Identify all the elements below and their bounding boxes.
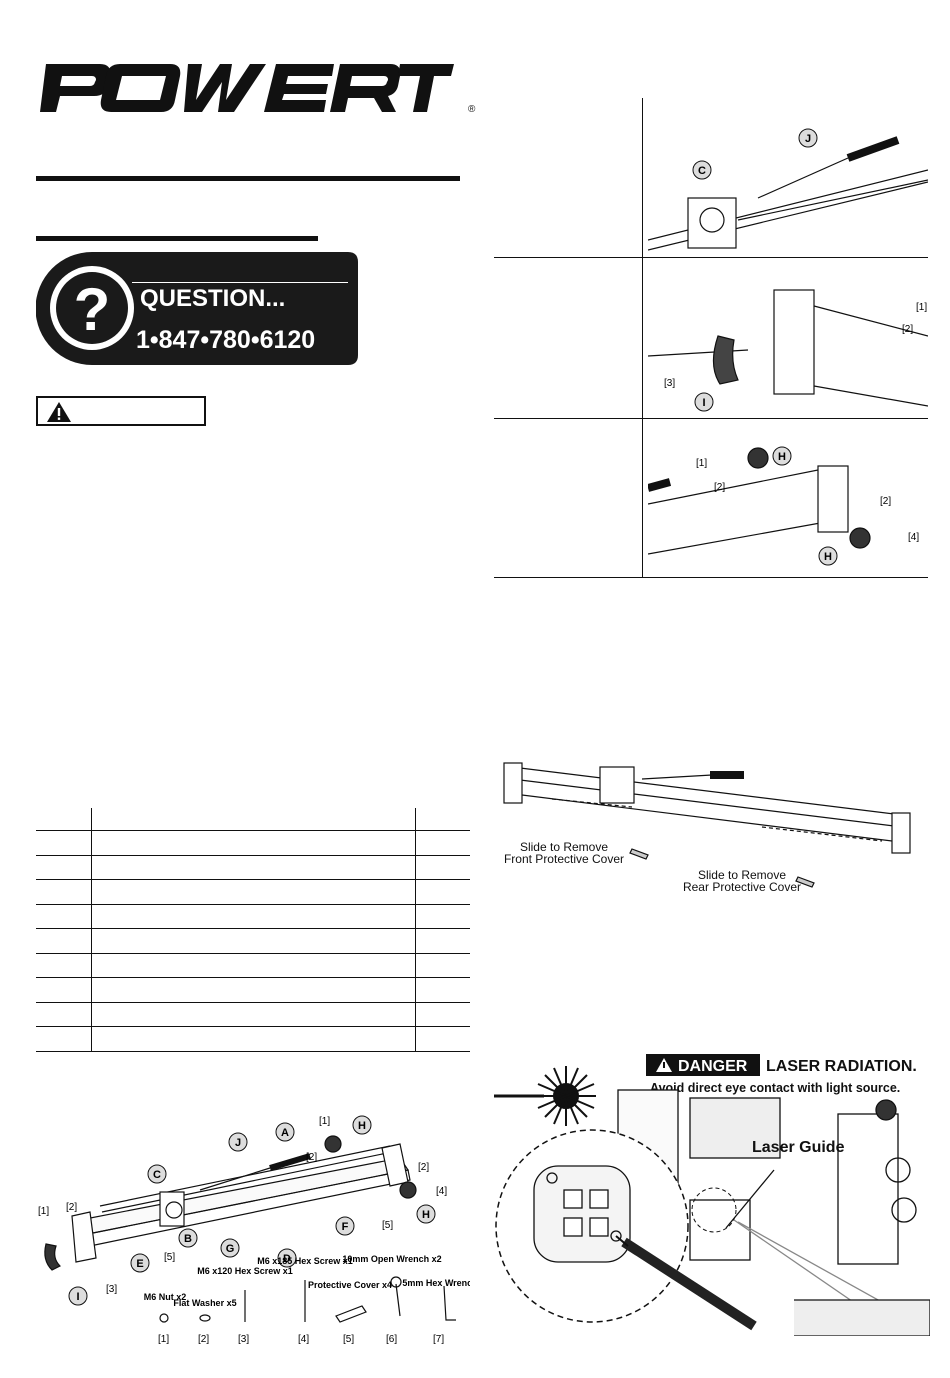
warning-box bbox=[36, 396, 206, 426]
svg-text:Protective Cover x4: Protective Cover x4 bbox=[308, 1280, 392, 1290]
table-row bbox=[36, 904, 470, 929]
table-row bbox=[36, 977, 470, 1003]
svg-text:[3]: [3] bbox=[664, 378, 675, 389]
table-row bbox=[36, 879, 470, 905]
hardware-labels: M6 Nut x2 Flat Washer x5 M6 x120 Hex Scr… bbox=[144, 1254, 470, 1345]
svg-text:G: G bbox=[226, 1243, 235, 1255]
svg-text:C: C bbox=[153, 1169, 161, 1181]
warning-triangle-icon bbox=[47, 402, 71, 422]
table-row bbox=[36, 953, 470, 978]
table-row bbox=[36, 855, 470, 880]
powertec-logo: ® bbox=[40, 64, 476, 115]
svg-text:DANGER: DANGER bbox=[678, 1058, 748, 1075]
svg-text:[2]: [2] bbox=[198, 1334, 209, 1345]
table-row bbox=[36, 808, 470, 831]
svg-text:[2]: [2] bbox=[880, 496, 891, 507]
svg-text:F: F bbox=[342, 1221, 349, 1233]
rear-cover-label-1: Slide to Remove bbox=[698, 868, 786, 882]
table-row bbox=[36, 1026, 470, 1052]
svg-text:[4]: [4] bbox=[908, 532, 919, 543]
svg-text:I: I bbox=[702, 397, 705, 409]
laser-starburst-icon bbox=[494, 1066, 596, 1126]
svg-text:[1]: [1] bbox=[916, 302, 927, 313]
subtitle-rule bbox=[36, 236, 318, 241]
laser-diagram: DANGER LASER RADIATION. Avoid direct eye… bbox=[494, 1054, 930, 1336]
step1-diagram: J C bbox=[648, 128, 928, 251]
front-cover-label-2: Front Protective Cover bbox=[504, 852, 624, 866]
title-rule bbox=[36, 176, 460, 181]
step3-diagram: H H [1] [2] [2] [4] bbox=[648, 446, 919, 566]
svg-text:Laser Guide: Laser Guide bbox=[752, 1139, 845, 1156]
svg-text:[4]: [4] bbox=[298, 1334, 309, 1345]
svg-text:?: ? bbox=[74, 276, 111, 343]
svg-text:LASER RADIATION.: LASER RADIATION. bbox=[766, 1058, 917, 1075]
svg-text:Avoid direct eye contact with: Avoid direct eye contact with light sour… bbox=[650, 1081, 900, 1095]
svg-text:[3]: [3] bbox=[238, 1334, 249, 1345]
svg-text:[1]: [1] bbox=[319, 1116, 330, 1127]
question-heading: QUESTION... bbox=[140, 285, 285, 312]
danger-badge bbox=[646, 1054, 760, 1076]
svg-text:[5]: [5] bbox=[343, 1334, 354, 1345]
step-divider bbox=[494, 418, 928, 419]
svg-text:D: D bbox=[283, 1253, 291, 1265]
svg-text:[5]: [5] bbox=[164, 1252, 175, 1263]
question-badge: ? QUESTION... 1•847•780•6120 bbox=[36, 252, 358, 365]
svg-text:[6]: [6] bbox=[386, 1334, 397, 1345]
svg-text:M6 x120 Hex Screw x1: M6 x120 Hex Screw x1 bbox=[197, 1266, 293, 1276]
question-phone: 1•847•780•6120 bbox=[136, 326, 315, 354]
svg-text:[7]: [7] bbox=[433, 1334, 444, 1345]
svg-text:H: H bbox=[778, 451, 786, 463]
svg-text:H: H bbox=[824, 551, 832, 563]
table-row bbox=[36, 1002, 470, 1027]
svg-text:J: J bbox=[805, 133, 811, 145]
registered-mark: ® bbox=[468, 104, 476, 115]
svg-text:I: I bbox=[76, 1291, 79, 1303]
svg-text:B: B bbox=[184, 1233, 192, 1245]
svg-text:[2]: [2] bbox=[306, 1152, 317, 1163]
step-divider bbox=[494, 577, 928, 578]
svg-text:[2]: [2] bbox=[418, 1162, 429, 1173]
svg-text:A: A bbox=[281, 1127, 289, 1139]
step2-diagram: I [1] [2] [3] bbox=[648, 289, 928, 412]
svg-text:[1]: [1] bbox=[38, 1206, 49, 1217]
svg-text:[2]: [2] bbox=[714, 482, 725, 493]
svg-text:Flat Washer x5: Flat Washer x5 bbox=[173, 1298, 236, 1308]
table-row bbox=[36, 928, 470, 954]
steps-column-divider bbox=[642, 98, 643, 578]
part-callouts: A B C D E F G H H I J bbox=[68, 1115, 436, 1306]
svg-text:[5]: [5] bbox=[382, 1220, 393, 1231]
rear-cover-label-2: Rear Protective Cover bbox=[683, 880, 801, 894]
svg-text:[4]: [4] bbox=[436, 1186, 447, 1197]
step-divider bbox=[494, 257, 928, 258]
svg-text:M6 Nut x2: M6 Nut x2 bbox=[144, 1292, 187, 1302]
svg-text:E: E bbox=[136, 1258, 143, 1270]
svg-text:C: C bbox=[698, 165, 706, 177]
svg-text:H: H bbox=[358, 1120, 366, 1132]
svg-text:[3]: [3] bbox=[106, 1284, 117, 1295]
front-cover-label-1: Slide to Remove bbox=[520, 840, 608, 854]
svg-text:J: J bbox=[235, 1137, 241, 1149]
svg-text:[2]: [2] bbox=[66, 1202, 77, 1213]
svg-text:10mm Open Wrench x2: 10mm Open Wrench x2 bbox=[342, 1254, 441, 1264]
svg-text:M6 x185 Hex Screw x1: M6 x185 Hex Screw x1 bbox=[257, 1256, 353, 1266]
protective-cover-diagram: Slide to Remove Front Protective Cover S… bbox=[503, 762, 911, 894]
svg-text:5mm Hex Wrench: 5mm Hex Wrench bbox=[402, 1278, 470, 1288]
parts-table bbox=[36, 808, 470, 1052]
table-row bbox=[36, 830, 470, 856]
svg-text:[2]: [2] bbox=[902, 324, 913, 335]
exploded-view-diagram: A B C D E F G H H I J [1] [2] [3] [4] [5… bbox=[38, 1115, 470, 1345]
svg-text:H: H bbox=[422, 1209, 430, 1221]
svg-text:[1]: [1] bbox=[158, 1334, 169, 1345]
svg-text:[1]: [1] bbox=[696, 458, 707, 469]
